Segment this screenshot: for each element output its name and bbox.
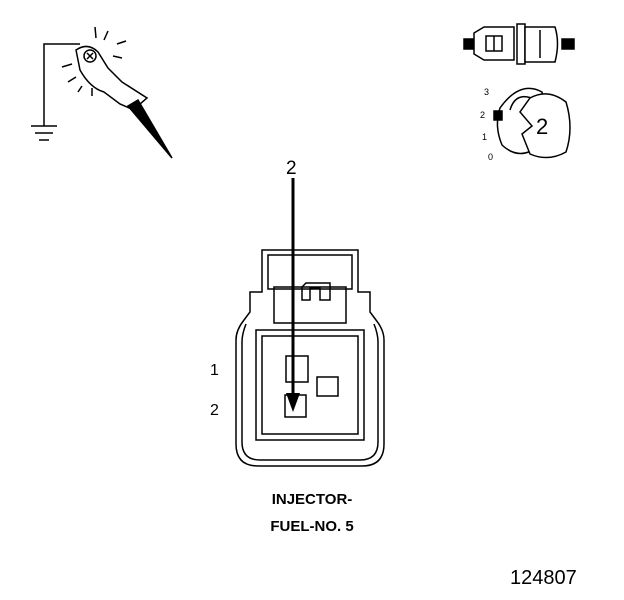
position-label-3: 3 (484, 87, 490, 97)
ground-probe-icon (31, 26, 173, 159)
figure-number: 124807 (510, 567, 577, 589)
callout-arrow (286, 178, 300, 412)
component-name-line1: INJECTOR- (271, 491, 353, 508)
component-name-line2: FUEL-NO. 5 (270, 518, 354, 535)
position-label-2: 2 (480, 110, 486, 120)
pin-label-1: 1 (210, 362, 219, 379)
position-label-1: 1 (482, 132, 488, 142)
pin-label-2: 2 (210, 402, 219, 419)
highlighted-position-label: 2 (536, 114, 549, 139)
connector-halves-icon (463, 23, 575, 65)
position-label-0: 0 (488, 152, 494, 162)
connector-position-icon (493, 87, 571, 159)
connector-face (235, 249, 385, 467)
callout-number: 2 (286, 158, 297, 179)
